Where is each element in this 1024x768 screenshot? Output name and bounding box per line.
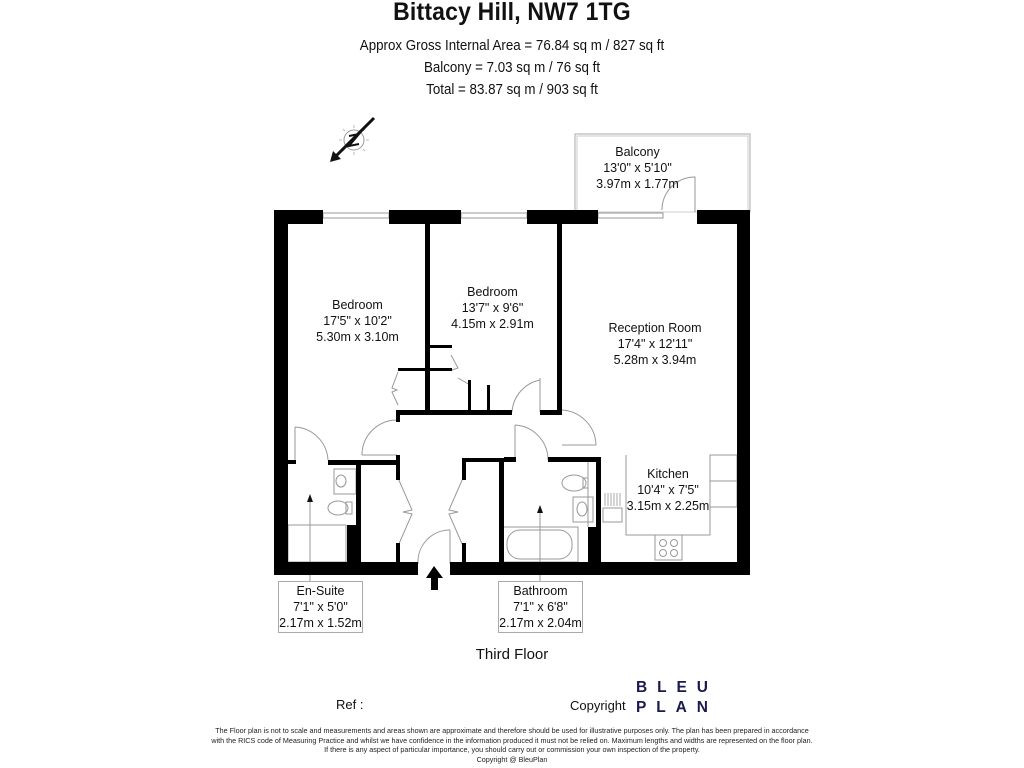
room-imperial: 10'4" x 7'5" bbox=[637, 483, 699, 497]
logo-letter: L bbox=[657, 679, 667, 696]
room-reception: Reception Room 17'4" x 12'11" 5.28m x 3.… bbox=[595, 320, 715, 368]
room-metric: 2.17m x 1.52m bbox=[279, 616, 362, 630]
balcony-area: Balcony = 7.03 sq m / 76 sq ft bbox=[423, 60, 601, 76]
room-imperial: 7'1" x 6'8" bbox=[513, 600, 568, 614]
room-name: Balcony bbox=[615, 145, 660, 159]
disclaimer: The Floor plan is not to scale and measu… bbox=[0, 726, 1024, 764]
logo-letter: U bbox=[696, 679, 708, 696]
room-ensuite: En-Suite 7'1" x 5'0" 2.17m x 1.52m bbox=[278, 581, 363, 633]
room-name: Kitchen bbox=[647, 467, 689, 481]
room-name: Bedroom bbox=[467, 285, 518, 299]
logo-row-1: B L E U bbox=[636, 678, 708, 698]
room-bathroom: Bathroom 7'1" x 6'8" 2.17m x 2.04m bbox=[498, 581, 583, 633]
floor-name: Third Floor bbox=[475, 646, 549, 663]
disclaimer-line: The Floor plan is not to scale and measu… bbox=[215, 726, 809, 735]
room-kitchen: Kitchen 10'4" x 7'5" 3.15m x 2.25m bbox=[626, 466, 710, 514]
room-imperial: 13'7" x 9'6" bbox=[461, 301, 524, 315]
north-compass-icon bbox=[330, 116, 376, 162]
room-metric: 3.15m x 2.25m bbox=[626, 499, 710, 513]
property-title: Bittacy Hill, NW7 1TG bbox=[393, 0, 631, 26]
entrance-arrow-icon bbox=[426, 566, 443, 590]
room-bedroom-2: Bedroom 13'7" x 9'6" 4.15m x 2.91m bbox=[430, 284, 555, 332]
logo-letter: B bbox=[636, 679, 648, 696]
logo-letter: E bbox=[676, 679, 687, 696]
room-imperial: 17'5" x 10'2" bbox=[323, 314, 392, 328]
room-metric: 5.28m x 3.94m bbox=[613, 353, 697, 367]
room-metric: 5.30m x 3.10m bbox=[316, 330, 399, 344]
total-area: Total = 83.87 sq m / 903 sq ft bbox=[426, 82, 598, 98]
logo-row-2: P L A N bbox=[636, 698, 708, 718]
disclaimer-line: If there is any aspect of particular imp… bbox=[324, 745, 700, 755]
room-imperial: 7'1" x 5'0" bbox=[293, 600, 348, 614]
room-imperial: 13'0" x 5'10" bbox=[603, 161, 672, 175]
room-balcony: Balcony 13'0" x 5'10" 3.97m x 1.77m bbox=[575, 144, 700, 192]
room-name: En-Suite bbox=[296, 584, 345, 598]
room-metric: 4.15m x 2.91m bbox=[451, 317, 534, 331]
room-metric: 2.17m x 2.04m bbox=[499, 616, 582, 630]
room-name: Reception Room bbox=[608, 321, 702, 335]
gross-internal-area: Approx Gross Internal Area = 76.84 sq m … bbox=[359, 38, 665, 54]
room-bedroom-1: Bedroom 17'5" x 10'2" 5.30m x 3.10m bbox=[300, 297, 415, 345]
disclaimer-line: Copyright @ BleuPlan bbox=[476, 754, 548, 764]
room-name: Bedroom bbox=[332, 298, 383, 312]
logo-letter: A bbox=[675, 699, 687, 716]
logo-letter: N bbox=[696, 699, 708, 716]
logo-letter: L bbox=[656, 699, 666, 716]
room-metric: 3.97m x 1.77m bbox=[596, 177, 679, 191]
logo-letter: P bbox=[636, 699, 647, 716]
disclaimer-line: with the RICS code of Measuring Practice… bbox=[211, 735, 813, 745]
bleuplan-logo: B L E U P L A N bbox=[636, 678, 708, 718]
room-imperial: 17'4" x 12'11" bbox=[617, 337, 693, 351]
copyright-label: Copyright bbox=[570, 698, 626, 713]
room-name: Bathroom bbox=[513, 584, 568, 598]
ref-label: Ref : bbox=[336, 697, 364, 712]
